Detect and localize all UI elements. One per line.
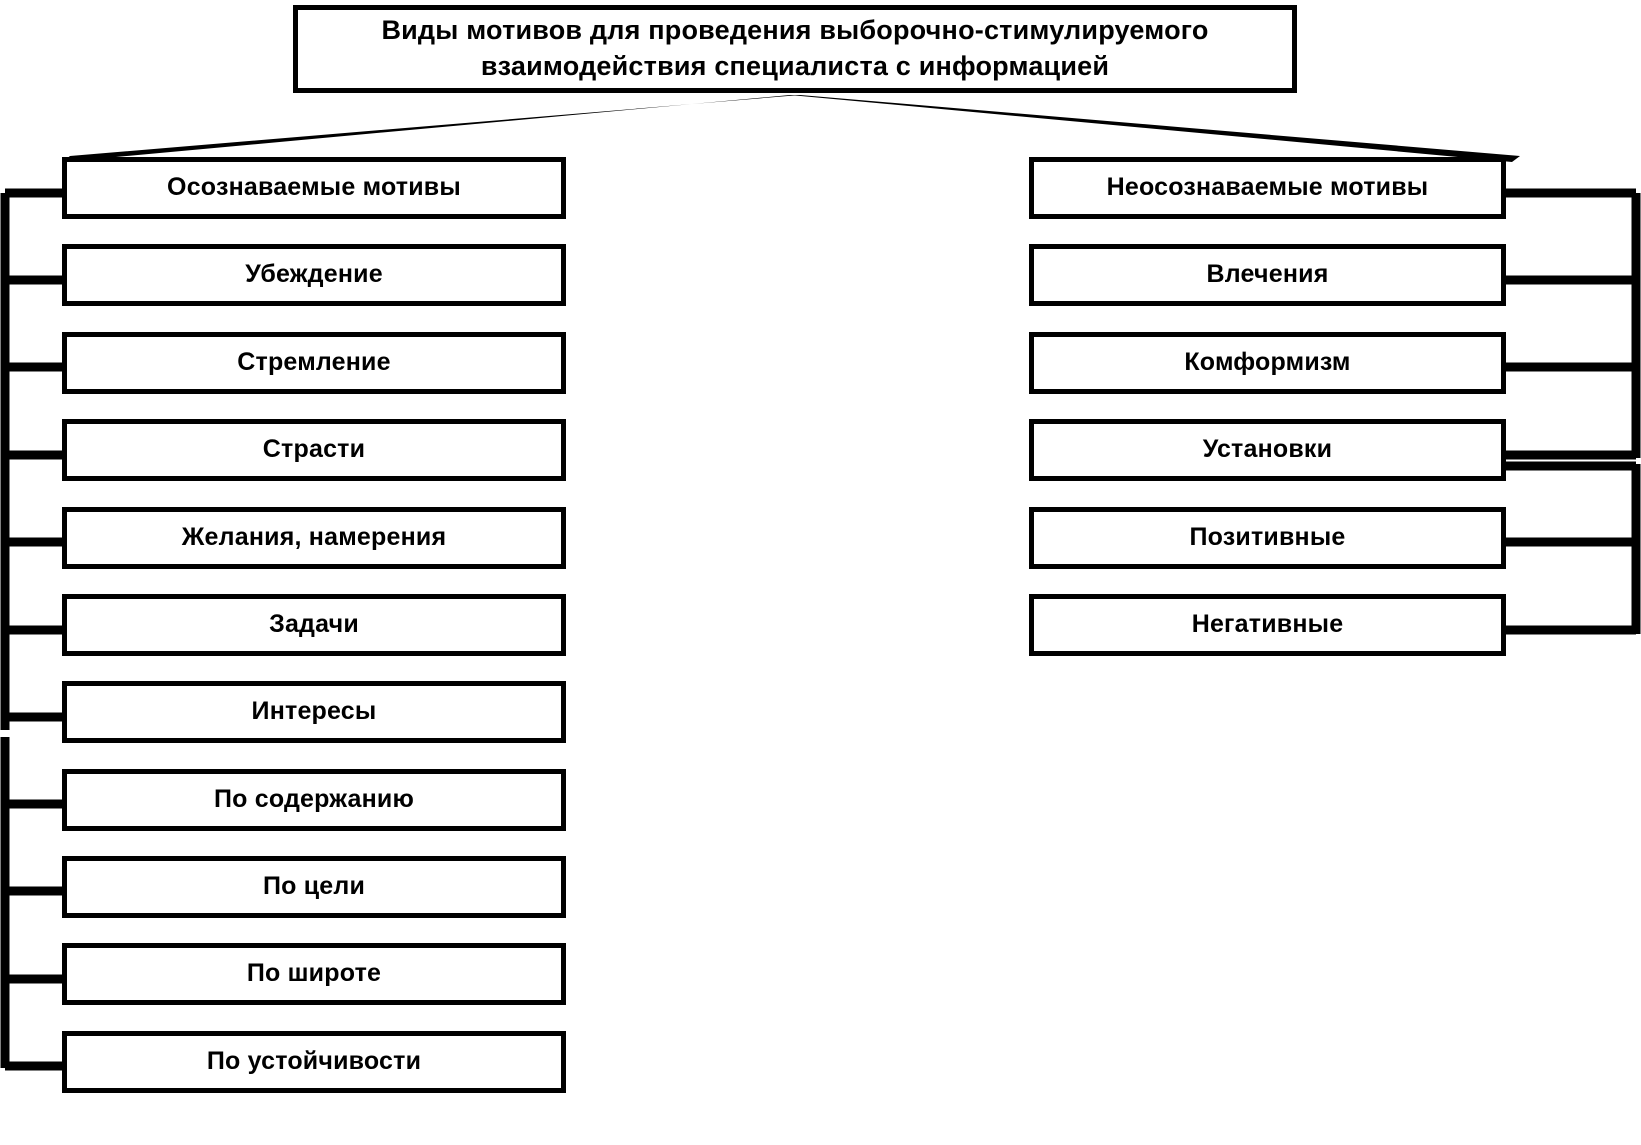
node-label: По широте <box>246 959 382 988</box>
node-label: Неосознаваемые мотивы <box>1106 173 1429 202</box>
node-label: Осознаваемые мотивы <box>167 173 461 202</box>
diagram-title-line-1: Виды мотивов для проведения выборочно-ст… <box>381 15 1209 46</box>
left-bracket-lower <box>0 737 63 1071</box>
node-label: Комформизм <box>1184 348 1351 377</box>
node-label: Влечения <box>1206 260 1329 289</box>
left-node-zadachi[interactable]: Задачи <box>62 594 566 656</box>
node-label: Стремление <box>237 348 391 377</box>
right-node-komformizm[interactable]: Комформизм <box>1029 332 1506 394</box>
node-label: Установки <box>1202 435 1333 464</box>
left-node-po-ustoychivosti[interactable]: По устойчивости <box>62 1031 566 1093</box>
right-node-ustanovki[interactable]: Установки <box>1029 419 1506 481</box>
left-node-po-soderzhaniyu[interactable]: По содержанию <box>62 769 566 831</box>
node-label: Страсти <box>262 435 366 464</box>
node-label: Убеждение <box>245 260 383 289</box>
left-bracket-upper <box>0 188 63 730</box>
right-node-vlecheniya[interactable]: Влечения <box>1029 244 1506 306</box>
diagram-title-text: Виды мотивов для проведения выборочно-ст… <box>371 13 1218 84</box>
left-node-ubezhdenie[interactable]: Убеждение <box>62 244 566 306</box>
diagram-title-box: Виды мотивов для проведения выборочно-ст… <box>293 5 1297 93</box>
left-node-osoznavaemye-motivy[interactable]: Осознаваемые мотивы <box>62 157 566 219</box>
right-bracket-lower <box>1504 461 1641 635</box>
node-label: По содержанию <box>213 785 415 814</box>
node-label: Негативные <box>1191 610 1344 639</box>
right-bracket-upper <box>1504 188 1641 460</box>
node-label: Желания, намерения <box>181 523 447 552</box>
node-label: Позитивные <box>1189 523 1346 552</box>
connector-diagonal-left <box>62 95 800 162</box>
right-node-negativnye[interactable]: Негативные <box>1029 594 1506 656</box>
node-label: Задачи <box>269 610 359 639</box>
left-node-po-tseli[interactable]: По цели <box>62 856 566 918</box>
node-label: Интересы <box>251 697 377 726</box>
left-node-strasti[interactable]: Страсти <box>62 419 566 481</box>
left-node-interesy[interactable]: Интересы <box>62 681 566 743</box>
right-node-neosoznavaemye-motivy[interactable]: Неосознаваемые мотивы <box>1029 157 1506 219</box>
diagram-title-line-2: взаимодействия специалиста с информацией <box>480 51 1110 81</box>
left-node-stremlenie[interactable]: Стремление <box>62 332 566 394</box>
connector-diagonal-right <box>790 95 1520 162</box>
left-node-po-shirote[interactable]: По широте <box>62 943 566 1005</box>
node-label: По устойчивости <box>206 1047 422 1076</box>
left-node-zhelaniya-namereniya[interactable]: Желания, намерения <box>62 507 566 569</box>
right-node-pozitivnye[interactable]: Позитивные <box>1029 507 1506 569</box>
node-label: По цели <box>262 872 366 901</box>
